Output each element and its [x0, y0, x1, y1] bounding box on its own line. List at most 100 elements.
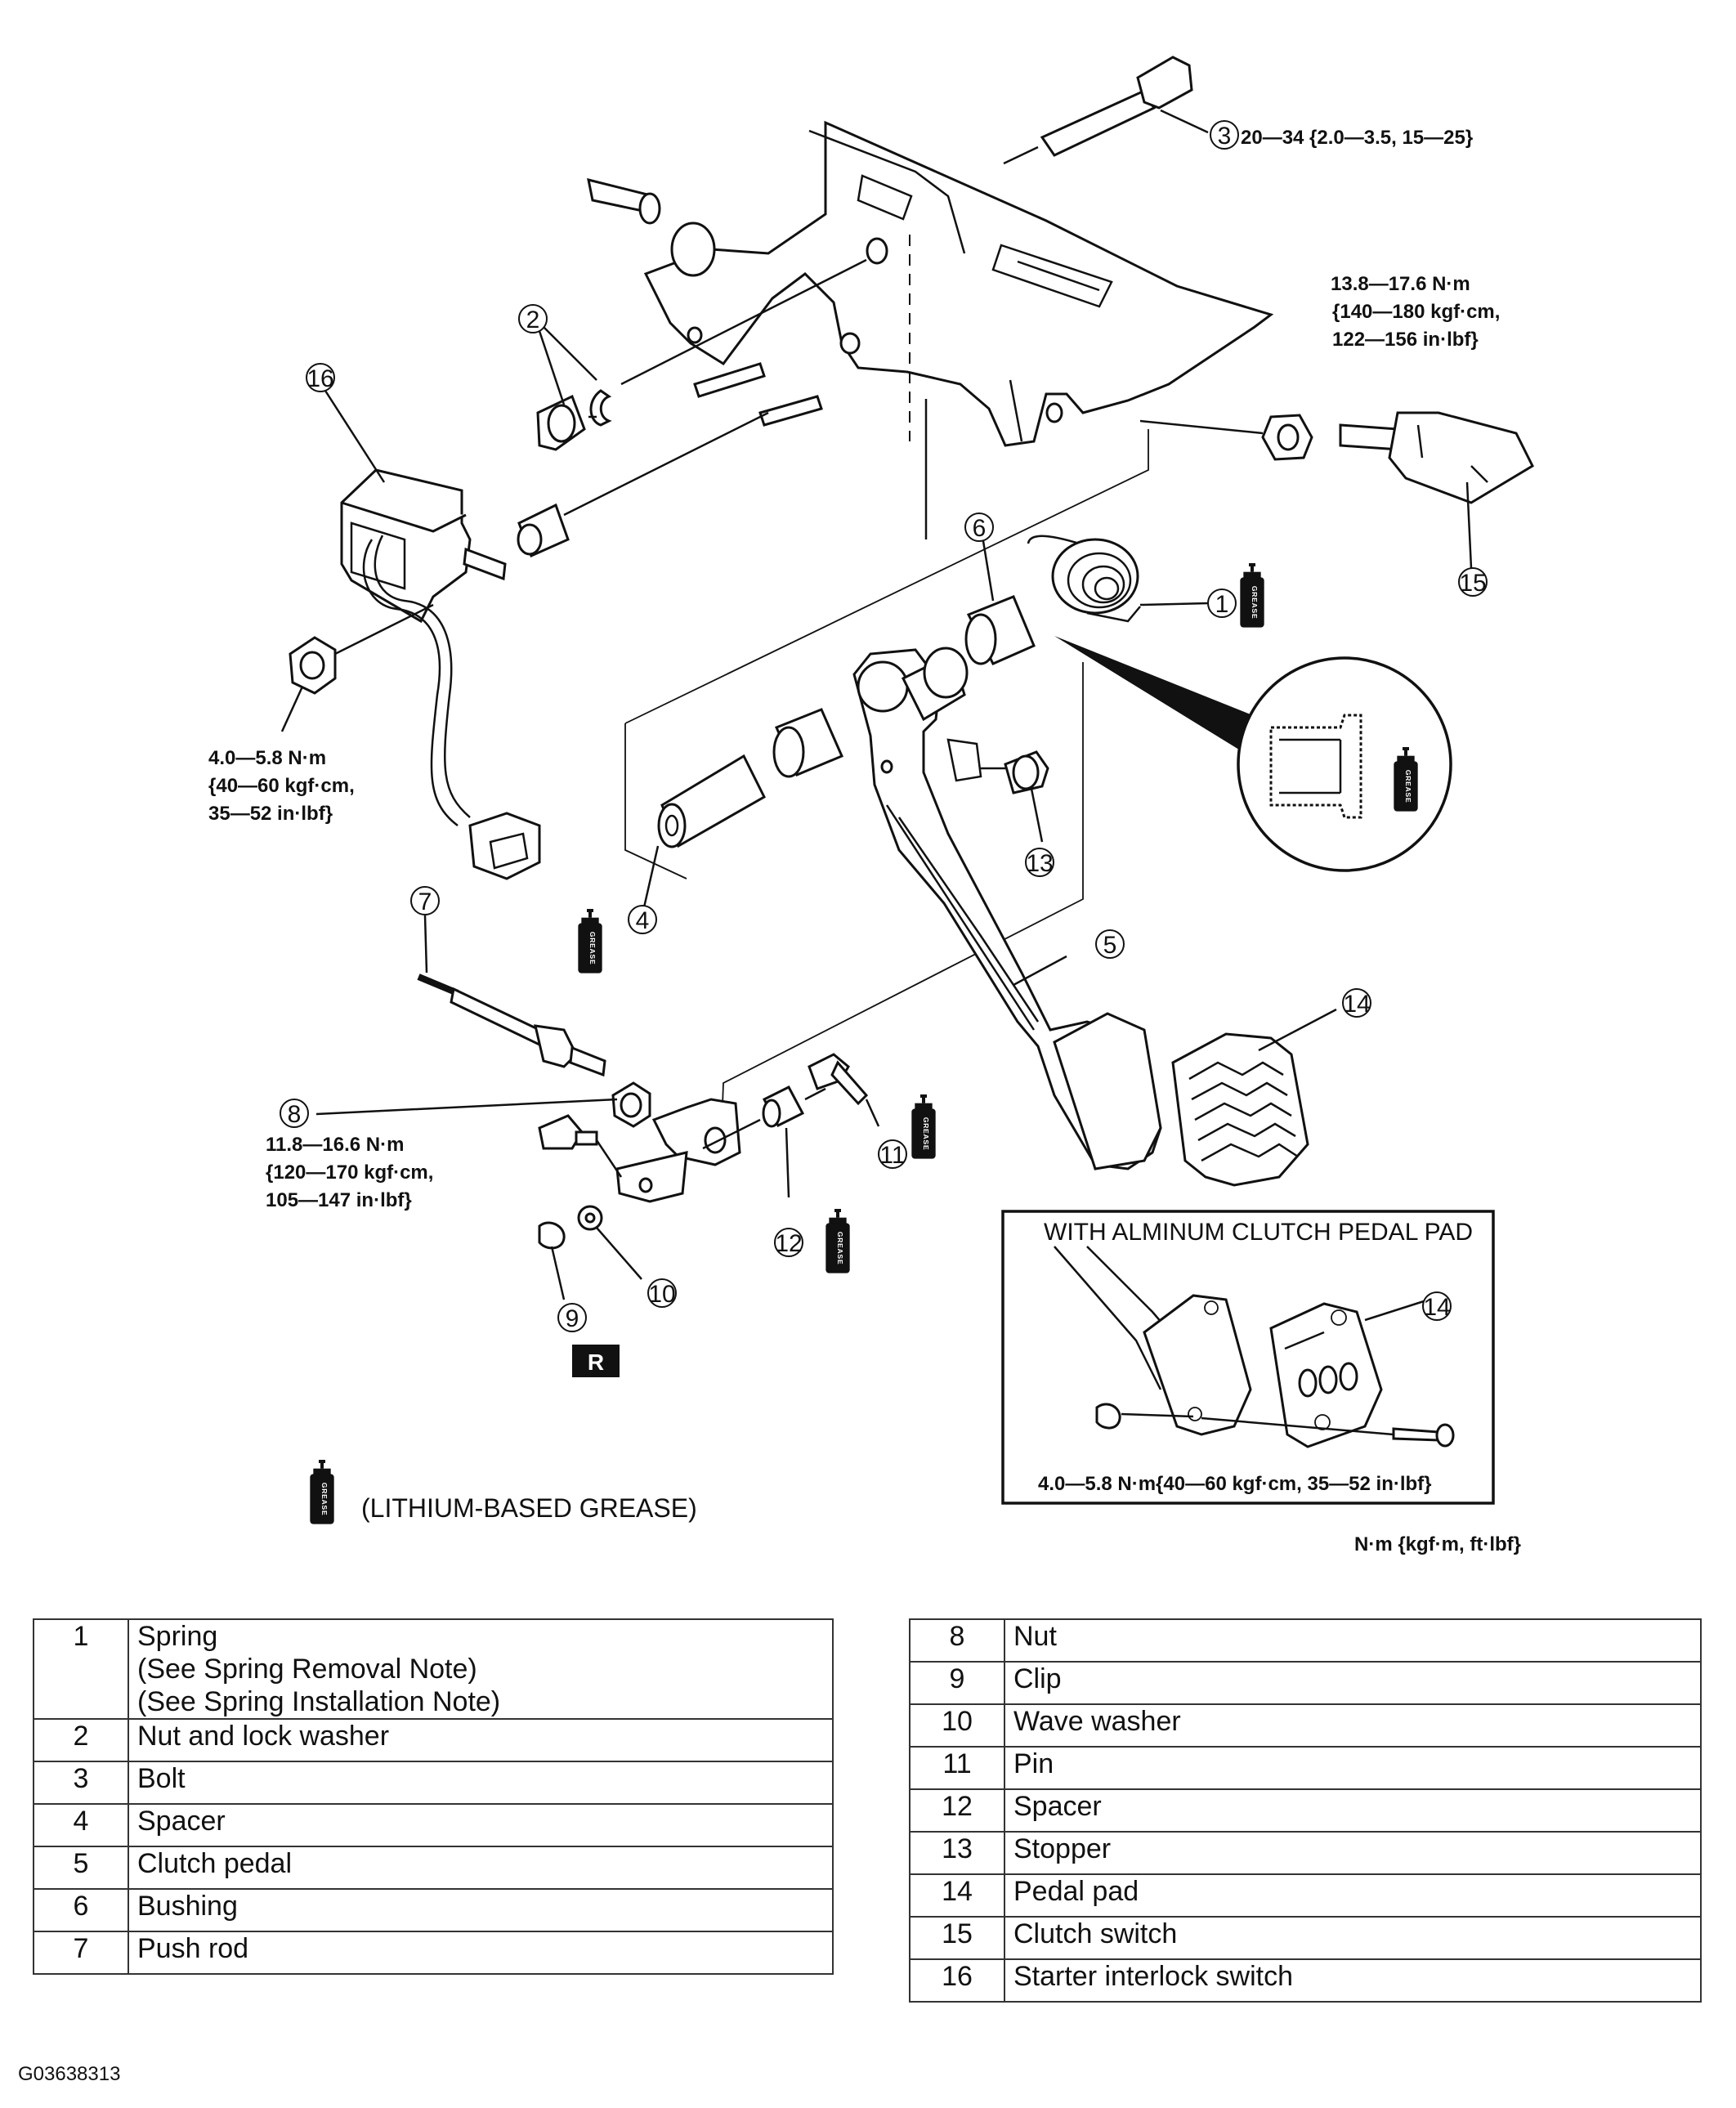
table-row: 8 Nut: [909, 1618, 1702, 1663]
wave-washer-part-10: [577, 1205, 642, 1280]
part-name: Starter interlock switch: [1004, 1958, 1702, 2003]
svg-text:11.8—16.6 N·m: 11.8—16.6 N·m: [266, 1134, 404, 1156]
svg-text:122—156 in·lbf}: 122—156 in·lbf}: [1332, 329, 1479, 351]
table-row: 6 Bushing: [33, 1888, 834, 1932]
svg-text:4.0—5.8 N·m: 4.0—5.8 N·m: [208, 747, 326, 769]
parts-table-left: 1 Spring (See Spring Removal Note) (See …: [33, 1618, 834, 1975]
bushing-part-6: [964, 540, 1036, 665]
svg-text:14: 14: [1423, 1294, 1450, 1321]
svg-text:4: 4: [636, 907, 650, 934]
callout-11: 11: [878, 1139, 907, 1169]
part-number: 3: [33, 1761, 129, 1805]
svg-text:{120—170 kgf·cm,: {120—170 kgf·cm,: [266, 1161, 433, 1184]
table-row: 14 Pedal pad: [909, 1873, 1702, 1918]
table-row: 1 Spring (See Spring Removal Note) (See …: [33, 1618, 834, 1720]
table-row: 16 Starter interlock switch: [909, 1958, 1702, 2003]
part-number: 15: [909, 1916, 1005, 1960]
table-row: 3 Bolt: [33, 1761, 834, 1805]
units-note: N·m {kgf·m, ft·lbf}: [1354, 1533, 1521, 1555]
clip-part-9: [538, 1221, 566, 1300]
grease-icon: [911, 1094, 936, 1159]
table-row: 2 Nut and lock washer: [33, 1718, 834, 1762]
part-name: Bushing: [128, 1888, 834, 1932]
part-name: Clutch pedal: [128, 1846, 834, 1890]
part-name: Push rod: [128, 1931, 834, 1975]
push-rod-part-7: [417, 915, 606, 1077]
part-name: Pin: [1004, 1746, 1702, 1790]
part-name: Nut and lock washer: [128, 1718, 834, 1762]
part-name: Pedal pad: [1004, 1873, 1702, 1918]
svg-text:10: 10: [648, 1281, 675, 1308]
callout-14-inset: 14: [1422, 1291, 1452, 1321]
svg-text:1: 1: [1215, 591, 1229, 618]
svg-text:13.8—17.6 N·m: 13.8—17.6 N·m: [1331, 273, 1470, 295]
table-row: 5 Clutch pedal: [33, 1846, 834, 1890]
svg-text:13: 13: [1026, 850, 1053, 877]
grease-icon: [825, 1209, 850, 1273]
part-number: 13: [909, 1831, 1005, 1875]
callout-14: 14: [1342, 988, 1371, 1018]
part-name: Spacer: [128, 1803, 834, 1847]
clutch-pedal-part-5: [852, 647, 1162, 1170]
callout-7: 7: [410, 886, 440, 915]
inset-torque-label: 4.0—5.8 N·m{40—60 kgf·cm, 35—52 in·lbf}: [1038, 1473, 1432, 1495]
grease-icon: [578, 909, 602, 973]
part-number: 9: [909, 1661, 1005, 1705]
callout-1: 1: [1207, 589, 1237, 618]
part-name: Stopper: [1004, 1831, 1702, 1875]
bushing-left: [772, 708, 843, 778]
svg-text:9: 9: [566, 1305, 579, 1332]
nut-part-8: [315, 1081, 651, 1128]
callout-2: 2: [518, 304, 548, 333]
grease-icon: [1240, 563, 1264, 628]
svg-text:3: 3: [1218, 123, 1232, 150]
clevis-assembly: [538, 1098, 761, 1203]
part-number: 11: [909, 1746, 1005, 1790]
pin-part-11: [808, 1053, 880, 1127]
svg-text:5: 5: [1103, 932, 1117, 959]
callout-10: 10: [647, 1278, 677, 1308]
torque-label-nut: 13.8—17.6 N·m {140—180 kgf·cm, 122—156 i…: [1331, 273, 1500, 351]
callout-12: 12: [774, 1228, 803, 1257]
part-name: Clutch switch: [1004, 1916, 1702, 1960]
part-number: 10: [909, 1703, 1005, 1748]
torque-label-push-rod-nut: 11.8—16.6 N·m {120—170 kgf·cm, 105—147 i…: [266, 1134, 433, 1211]
clutch-switch-part-15: [1139, 411, 1534, 569]
parts-table-right: 8 Nut 9 Clip 10 Wave washer 11 Pin 12 Sp…: [909, 1618, 1702, 2003]
table-row: 12 Spacer: [909, 1788, 1702, 1833]
part-number: 14: [909, 1873, 1005, 1918]
aluminum-pad-inset: WITH ALMINUM CLUTCH PEDAL PAD 14 4.0—5.8…: [1001, 1210, 1495, 1505]
callout-4: 4: [628, 905, 657, 934]
table-row: 9 Clip: [909, 1661, 1702, 1705]
svg-text:11: 11: [879, 1142, 905, 1169]
table-row: 11 Pin: [909, 1746, 1702, 1790]
svg-text:105—147 in·lbf}: 105—147 in·lbf}: [266, 1189, 412, 1211]
callout-15: 15: [1458, 567, 1488, 597]
part-number: 6: [33, 1888, 129, 1932]
part-number: 2: [33, 1718, 129, 1762]
part-number: 16: [909, 1958, 1005, 2003]
svg-text:2: 2: [526, 307, 540, 333]
svg-text:7: 7: [418, 888, 432, 915]
part-number: 12: [909, 1788, 1005, 1833]
callout-16: 16: [306, 363, 335, 392]
stopper-part-13: [981, 750, 1049, 843]
table-row: 13 Stopper: [909, 1831, 1702, 1875]
callout-9: 9: [557, 1303, 587, 1332]
part-number: 4: [33, 1803, 129, 1847]
bushing-detail-magnified: [1054, 636, 1452, 872]
callout-5: 5: [1095, 929, 1125, 959]
replace-part-badge: R: [572, 1345, 620, 1377]
part-name: Nut: [1004, 1618, 1702, 1663]
table-row: 15 Clutch switch: [909, 1916, 1702, 1960]
torque-label-bolt: 20—34 {2.0—3.5, 15—25}: [1241, 127, 1473, 149]
table-row: 4 Spacer: [33, 1803, 834, 1847]
part-number: 5: [33, 1846, 129, 1890]
part-number: 8: [909, 1618, 1005, 1663]
svg-text:{140—180 kgf·cm,: {140—180 kgf·cm,: [1332, 301, 1500, 323]
grease-icon: [1394, 747, 1418, 812]
svg-text:6: 6: [973, 515, 987, 542]
shaft-spacer: [517, 411, 769, 558]
part-name: Spacer: [1004, 1788, 1702, 1833]
inset-title: WITH ALMINUM CLUTCH PEDAL PAD: [1044, 1219, 1473, 1246]
